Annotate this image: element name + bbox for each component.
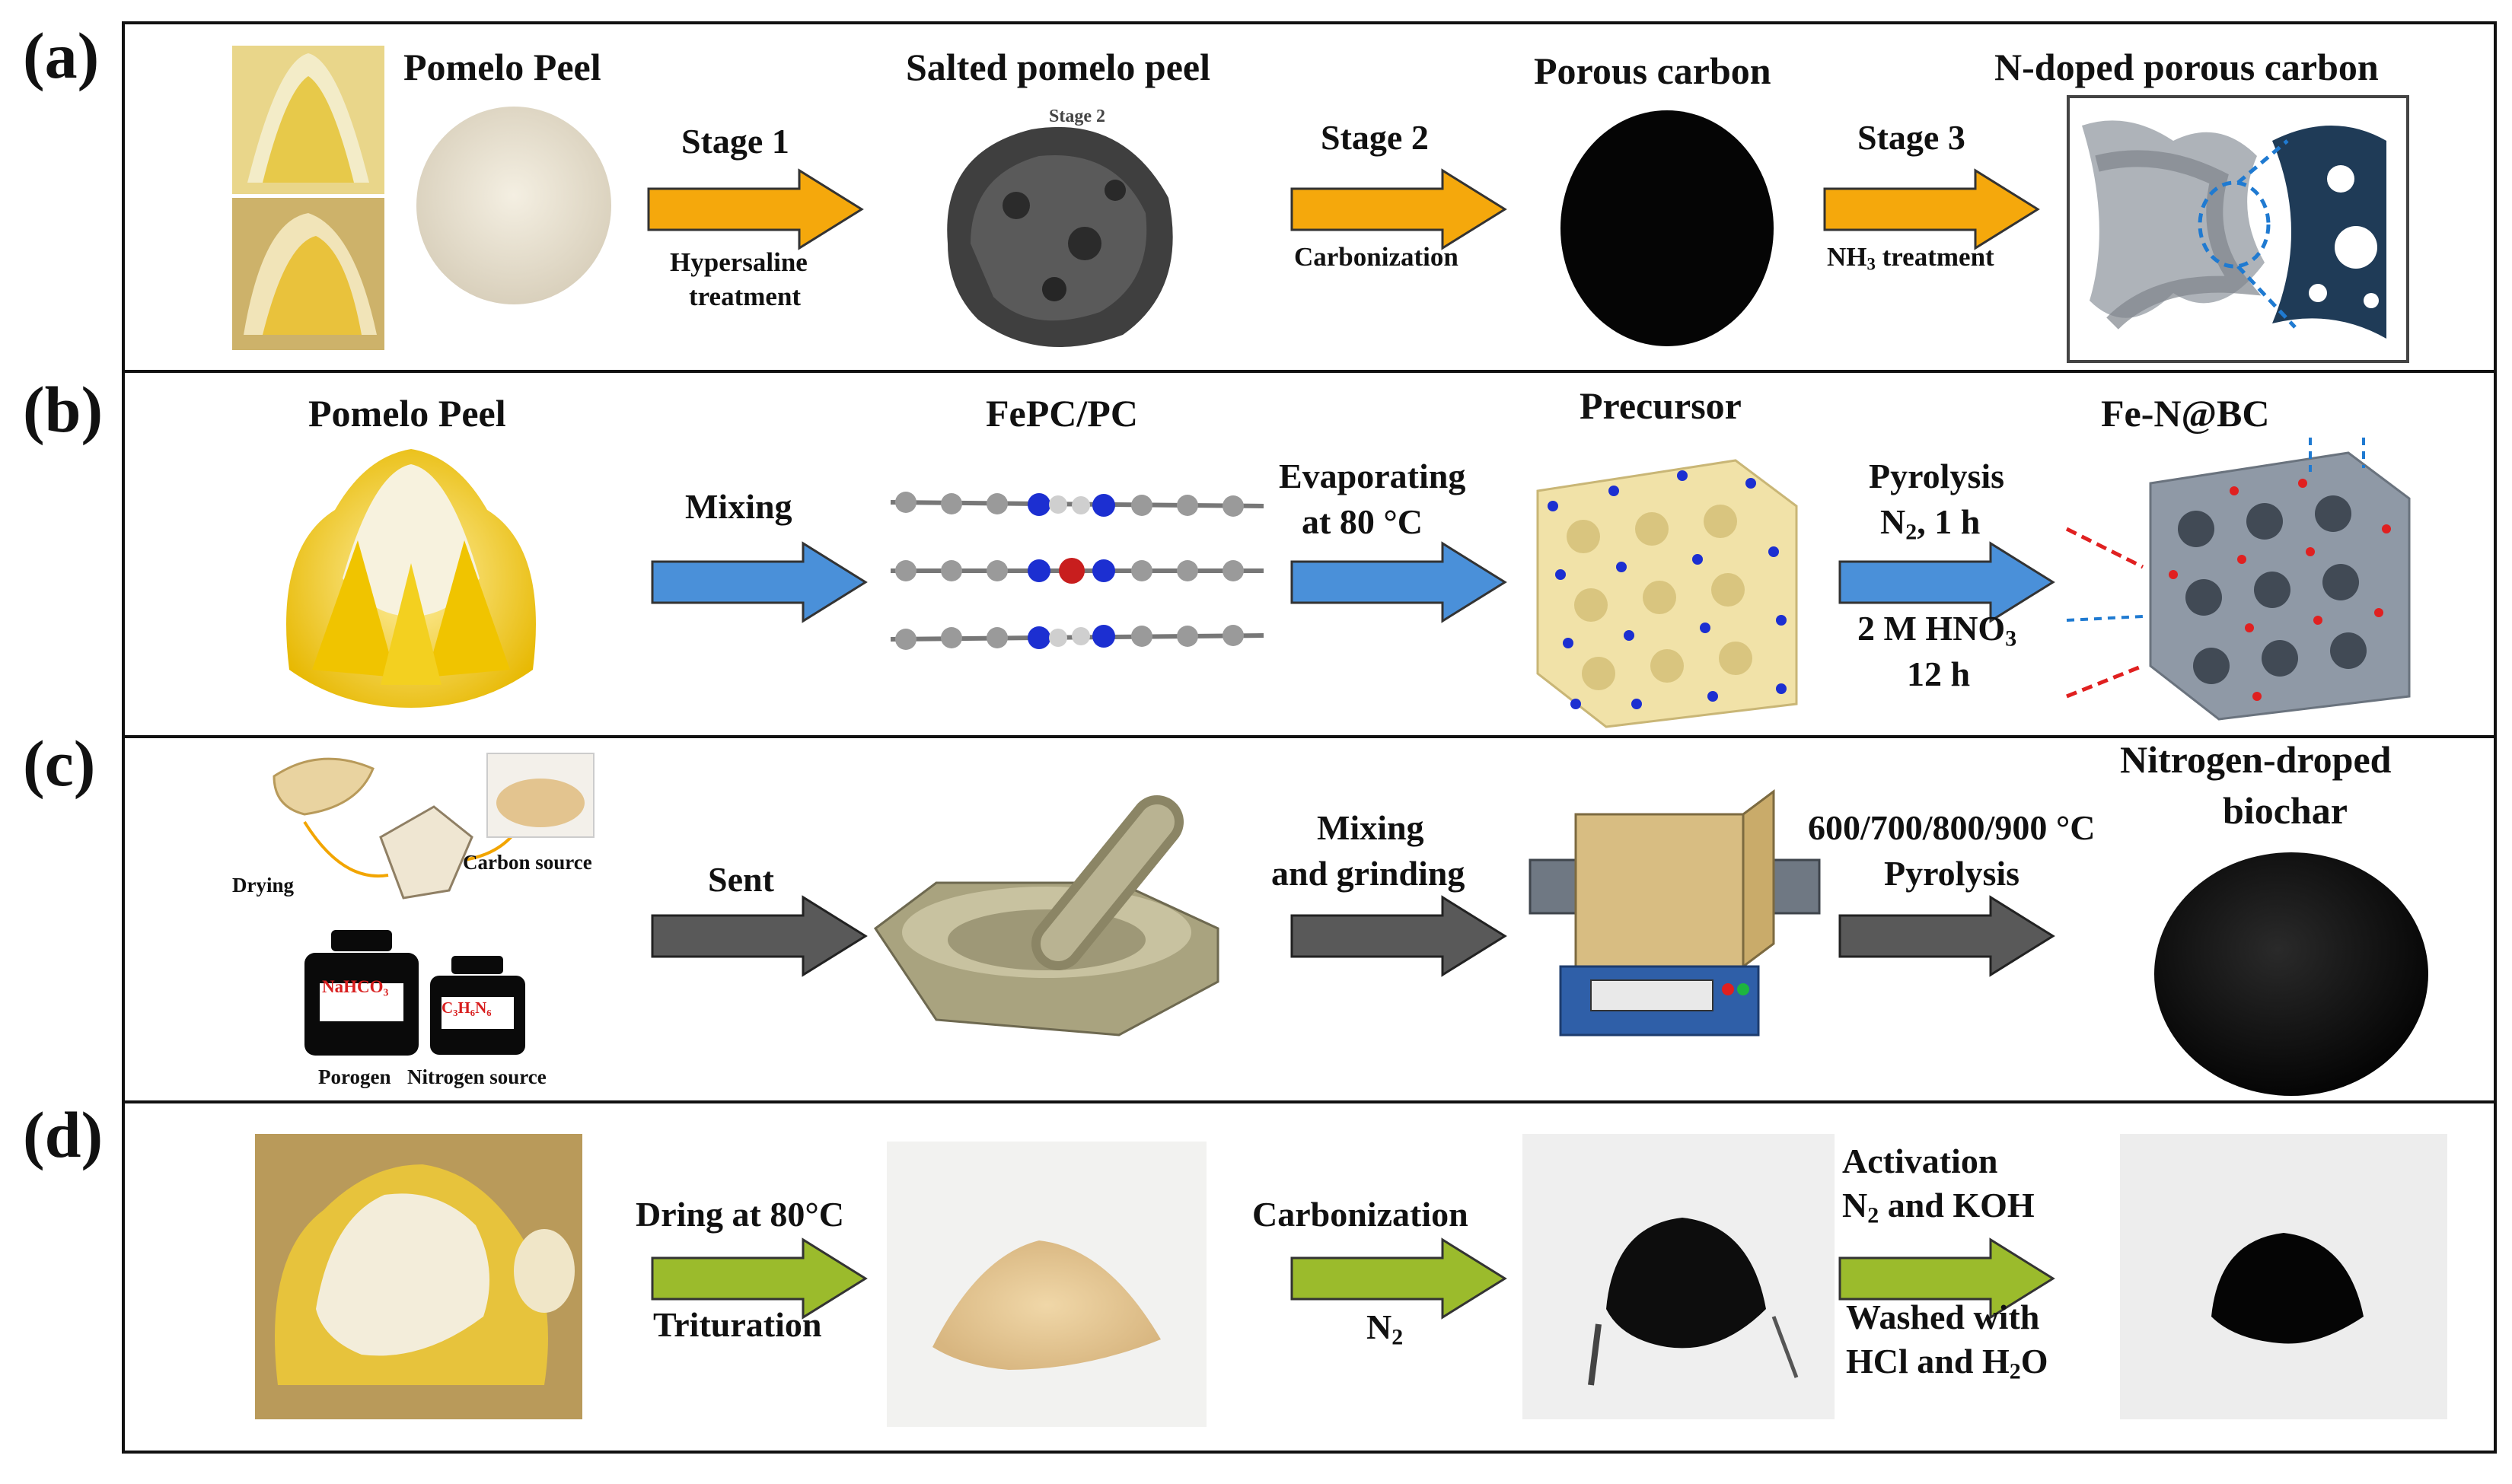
c-pyrolysis-label: Pyrolysis (1884, 854, 2020, 893)
d-carbon-photo (1522, 1134, 1835, 1419)
b-mixing-label: Mixing (685, 487, 792, 526)
b-precursor-label: Precursor (1580, 384, 1742, 427)
c-nitrogen-source-label: Nitrogen source (407, 1065, 547, 1088)
c-pyrolysis-arrow (1838, 895, 2055, 977)
b-evap-label-1: Evaporating (1279, 457, 1466, 495)
a-pomelo-peel-label: Pomelo Peel (403, 46, 601, 88)
b-evaporating-arrow (1290, 541, 1507, 623)
panel-a-letter: (a) (23, 19, 100, 92)
a-ndoped-schematic (2067, 95, 2409, 363)
d-washed-label-1: Washed with (1846, 1298, 2040, 1336)
a-ndoped-label: N-doped porous carbon (1994, 46, 2379, 88)
d-washed-label-2: HCl and H2O (1846, 1342, 2048, 1384)
c-c3h6n6-label: C₃H₆N₆ (442, 998, 492, 1017)
c-product-label-1: Nitrogen-droped (2120, 738, 2392, 781)
c-tube-furnace (1529, 789, 1821, 1037)
d-carbonization-arrow (1290, 1237, 1507, 1320)
a-salted-label: Salted pomelo peel (906, 46, 1210, 88)
a-porous-label: Porous carbon (1534, 49, 1771, 92)
d-carbonization-label: Carbonization (1252, 1195, 1468, 1234)
c-temps-label: 600/700/800/900 °C (1808, 808, 2096, 847)
b-mixing-arrow (651, 541, 868, 623)
c-product-label-2: biochar (2223, 789, 2348, 832)
d-drying-label: Dring at 80°C (636, 1195, 844, 1234)
b-fepc-label: FePC/PC (986, 392, 1138, 435)
b-product-structure (2065, 438, 2411, 721)
a-stage1-label: Stage 1 (681, 122, 789, 161)
d-trituration-label: Trituration (653, 1305, 822, 1344)
a-stage2-label: Stage 2 (1321, 118, 1429, 157)
d-drying-arrow (651, 1237, 868, 1320)
panel-b-letter: (b) (23, 373, 104, 446)
b-product-label: Fe-N@BC (2101, 392, 2270, 435)
c-mix-grind-arrow (1290, 895, 1507, 977)
b-pyrolysis-condition: N2, 1 h (1880, 502, 1981, 545)
b-pomelo-photo (286, 449, 536, 708)
a-stage1-desc-1: Hypersaline (670, 247, 808, 277)
b-pomelo-peel-label: Pomelo Peel (308, 392, 506, 435)
panel-d-box (122, 1100, 2497, 1454)
a-stage2-desc: Carbonization (1294, 242, 1458, 272)
panel-d-letter: (d) (23, 1098, 104, 1171)
b-acid-time: 12 h (1907, 654, 1971, 693)
a-stage3-label: Stage 3 (1857, 118, 1965, 157)
b-precursor-structure (1536, 459, 1798, 728)
b-evap-label-2: at 80 °C (1302, 502, 1423, 541)
a-stage1-desc-2: treatment (689, 282, 802, 311)
c-sent-arrow (651, 895, 868, 977)
a-stage3-arrow (1823, 168, 2040, 250)
c-nahco3-label: NaHCO₃ (322, 977, 389, 996)
c-drying-label: Drying (232, 874, 294, 896)
c-drying-illustration (273, 753, 595, 900)
c-c3h6n6-jar (430, 956, 525, 1055)
a-porous-carbon-image (1560, 110, 1774, 346)
a-stage3-desc: NH3 treatment (1827, 242, 1994, 274)
pomelo-photo-stack (232, 46, 384, 350)
d-activation-arrow (1838, 1237, 2055, 1320)
b-pyrolysis-arrow (1838, 541, 2055, 623)
d-powder-photo (887, 1142, 1207, 1427)
a-stage1-arrow (647, 168, 864, 250)
c-nahco3-jar (304, 930, 419, 1056)
a-pomelo-powder (416, 107, 611, 304)
c-porogen-label: Porogen (318, 1065, 391, 1088)
c-mix-label-1: Mixing (1317, 808, 1424, 847)
c-mortar-pestle (873, 795, 1219, 1037)
a-stage2-arrow (1290, 168, 1507, 250)
c-carbon-source-label: Carbon source (463, 851, 592, 874)
d-activation-condition: N2 and KOH (1842, 1186, 2035, 1228)
panel-c-letter: (c) (23, 727, 96, 800)
b-pyrolysis-label: Pyrolysis (1869, 457, 2005, 495)
c-sent-label: Sent (708, 860, 774, 899)
a-salted-overlay-text: Stage 2 (1049, 107, 1105, 126)
d-final-product-photo (2120, 1134, 2447, 1419)
a-salted-peel-image (947, 126, 1173, 347)
b-acid-label: 2 M HNO3 (1857, 609, 2017, 651)
b-fepc-molecular-model (890, 492, 1264, 650)
c-biochar-image (2154, 852, 2428, 1096)
d-pomelo-photo (255, 1134, 582, 1419)
d-activation-label: Activation (1842, 1142, 1998, 1180)
c-mix-label-2: and grinding (1271, 854, 1465, 893)
d-n2-label: N2 (1366, 1307, 1404, 1350)
